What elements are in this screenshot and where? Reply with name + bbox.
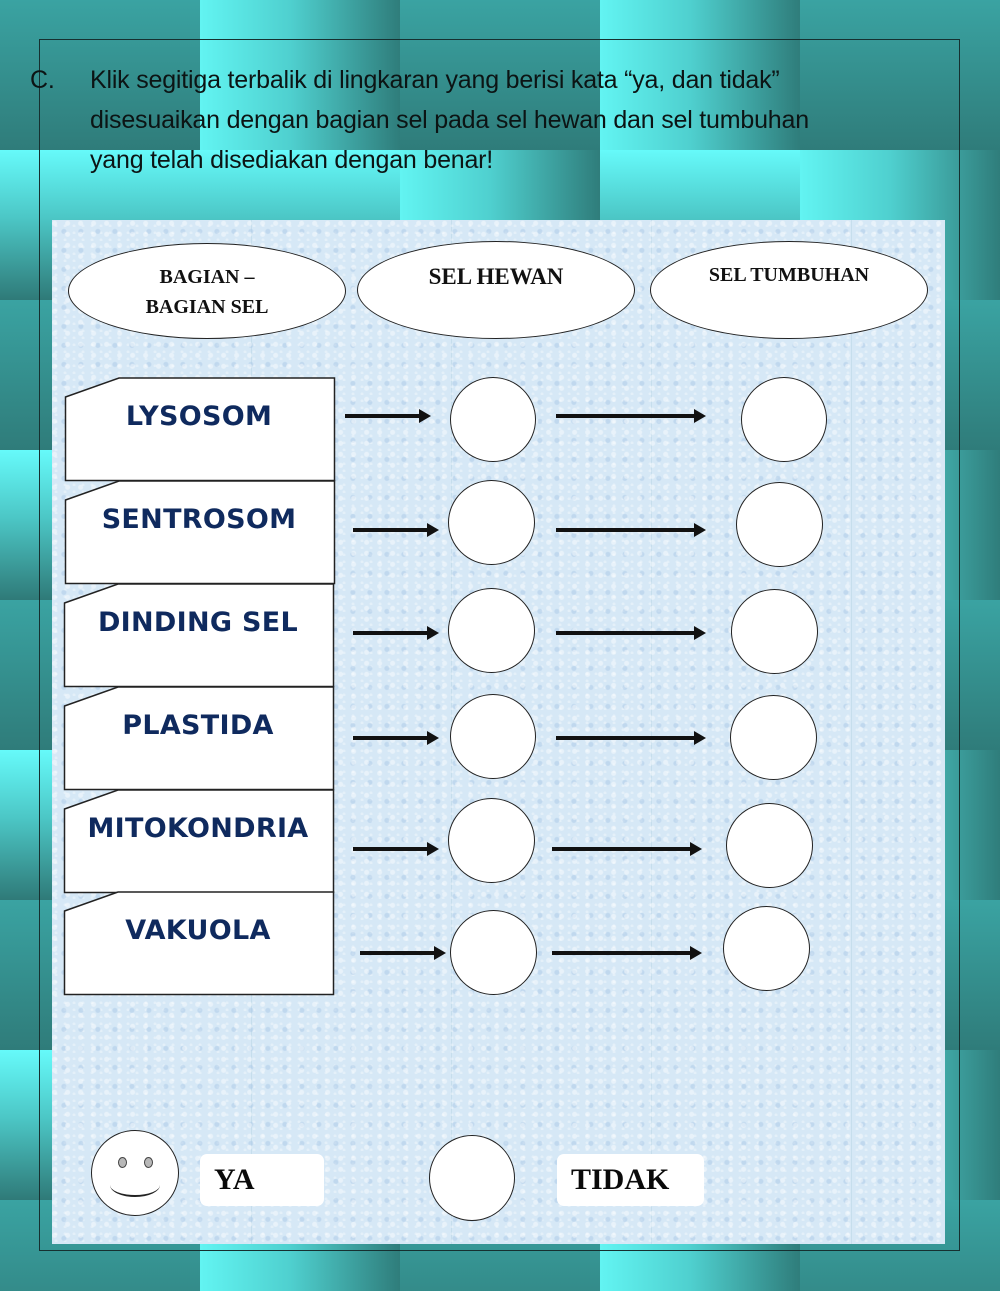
label-mitokondria: MITOKONDRIA: [87, 813, 309, 844]
arrow-right-icon: [353, 626, 439, 640]
label-lysosom: LYSOSOM: [125, 401, 273, 432]
header-parts-line-2: BAGIAN SEL: [145, 296, 269, 318]
answer-yes-option[interactable]: YA: [200, 1154, 324, 1206]
animal-answer-dropdown[interactable]: [448, 480, 535, 565]
plant-answer-dropdown[interactable]: [736, 482, 823, 567]
header-animal-label: SEL HEWAN: [428, 264, 564, 289]
question-letter: C.: [30, 66, 55, 94]
smiley-face-icon: [91, 1130, 179, 1216]
animal-answer-dropdown[interactable]: [448, 588, 535, 673]
label-sentrosom: SENTROSOM: [101, 504, 297, 535]
header-plant-cell: SEL TUMBUHAN: [650, 241, 928, 339]
cell-part-label: LYSOSOM: [64, 377, 336, 482]
arrow-right-icon: [360, 946, 446, 960]
arrow-right-icon: [556, 409, 706, 423]
instruction-line-1: Klik segitiga terbalik di lingkaran yang…: [90, 66, 780, 94]
animal-answer-dropdown[interactable]: [448, 798, 535, 883]
label-plastida: PLASTIDA: [122, 710, 274, 741]
animal-answer-dropdown[interactable]: [450, 694, 536, 779]
arrow-right-icon: [353, 842, 439, 856]
cell-part-label: PLASTIDA: [63, 686, 335, 791]
animal-answer-dropdown[interactable]: [450, 377, 536, 462]
instruction-text: C. Klik segitiga terbalik di lingkaran ya…: [30, 60, 920, 180]
header-plant-label: SEL TUMBUHAN: [708, 264, 870, 286]
answer-no-option[interactable]: TIDAK: [557, 1154, 704, 1206]
plant-answer-dropdown[interactable]: [741, 377, 827, 462]
cell-part-label: MITOKONDRIA: [63, 789, 335, 894]
plant-answer-dropdown[interactable]: [731, 589, 818, 674]
cell-part-label: DINDING SEL: [63, 583, 335, 688]
instruction-line-3: yang telah disediakan dengan benar!: [90, 146, 494, 174]
plant-answer-dropdown[interactable]: [726, 803, 813, 888]
plant-answer-dropdown[interactable]: [723, 906, 810, 991]
label-dinding-sel: DINDING SEL: [97, 607, 299, 638]
cell-part-label: VAKUOLA: [63, 891, 335, 996]
header-animal-cell: SEL HEWAN: [357, 241, 635, 339]
cell-part-label: SENTROSOM: [64, 480, 336, 585]
arrow-right-icon: [556, 626, 706, 640]
arrow-right-icon: [353, 731, 439, 745]
smiley-eye-left: [118, 1157, 127, 1168]
smiley-mouth: [110, 1173, 160, 1197]
instruction-line-2: disesuaikan dengan bagian sel pada sel h…: [90, 106, 809, 134]
header-cell-parts: BAGIAN – BAGIAN SEL: [68, 243, 346, 339]
header-parts-line-1: BAGIAN –: [159, 266, 255, 288]
plant-answer-dropdown[interactable]: [730, 695, 817, 780]
arrow-right-icon: [552, 842, 702, 856]
smiley-eye-right: [144, 1157, 153, 1168]
animal-answer-dropdown[interactable]: [450, 910, 537, 995]
arrow-right-icon: [353, 523, 439, 537]
arrow-right-icon: [556, 731, 706, 745]
label-vakuola: VAKUOLA: [125, 915, 271, 946]
arrow-right-icon: [552, 946, 702, 960]
arrow-right-icon: [556, 523, 706, 537]
page-frame: [39, 39, 960, 1251]
arrow-right-icon: [345, 409, 431, 423]
empty-oval-icon: [429, 1135, 515, 1221]
